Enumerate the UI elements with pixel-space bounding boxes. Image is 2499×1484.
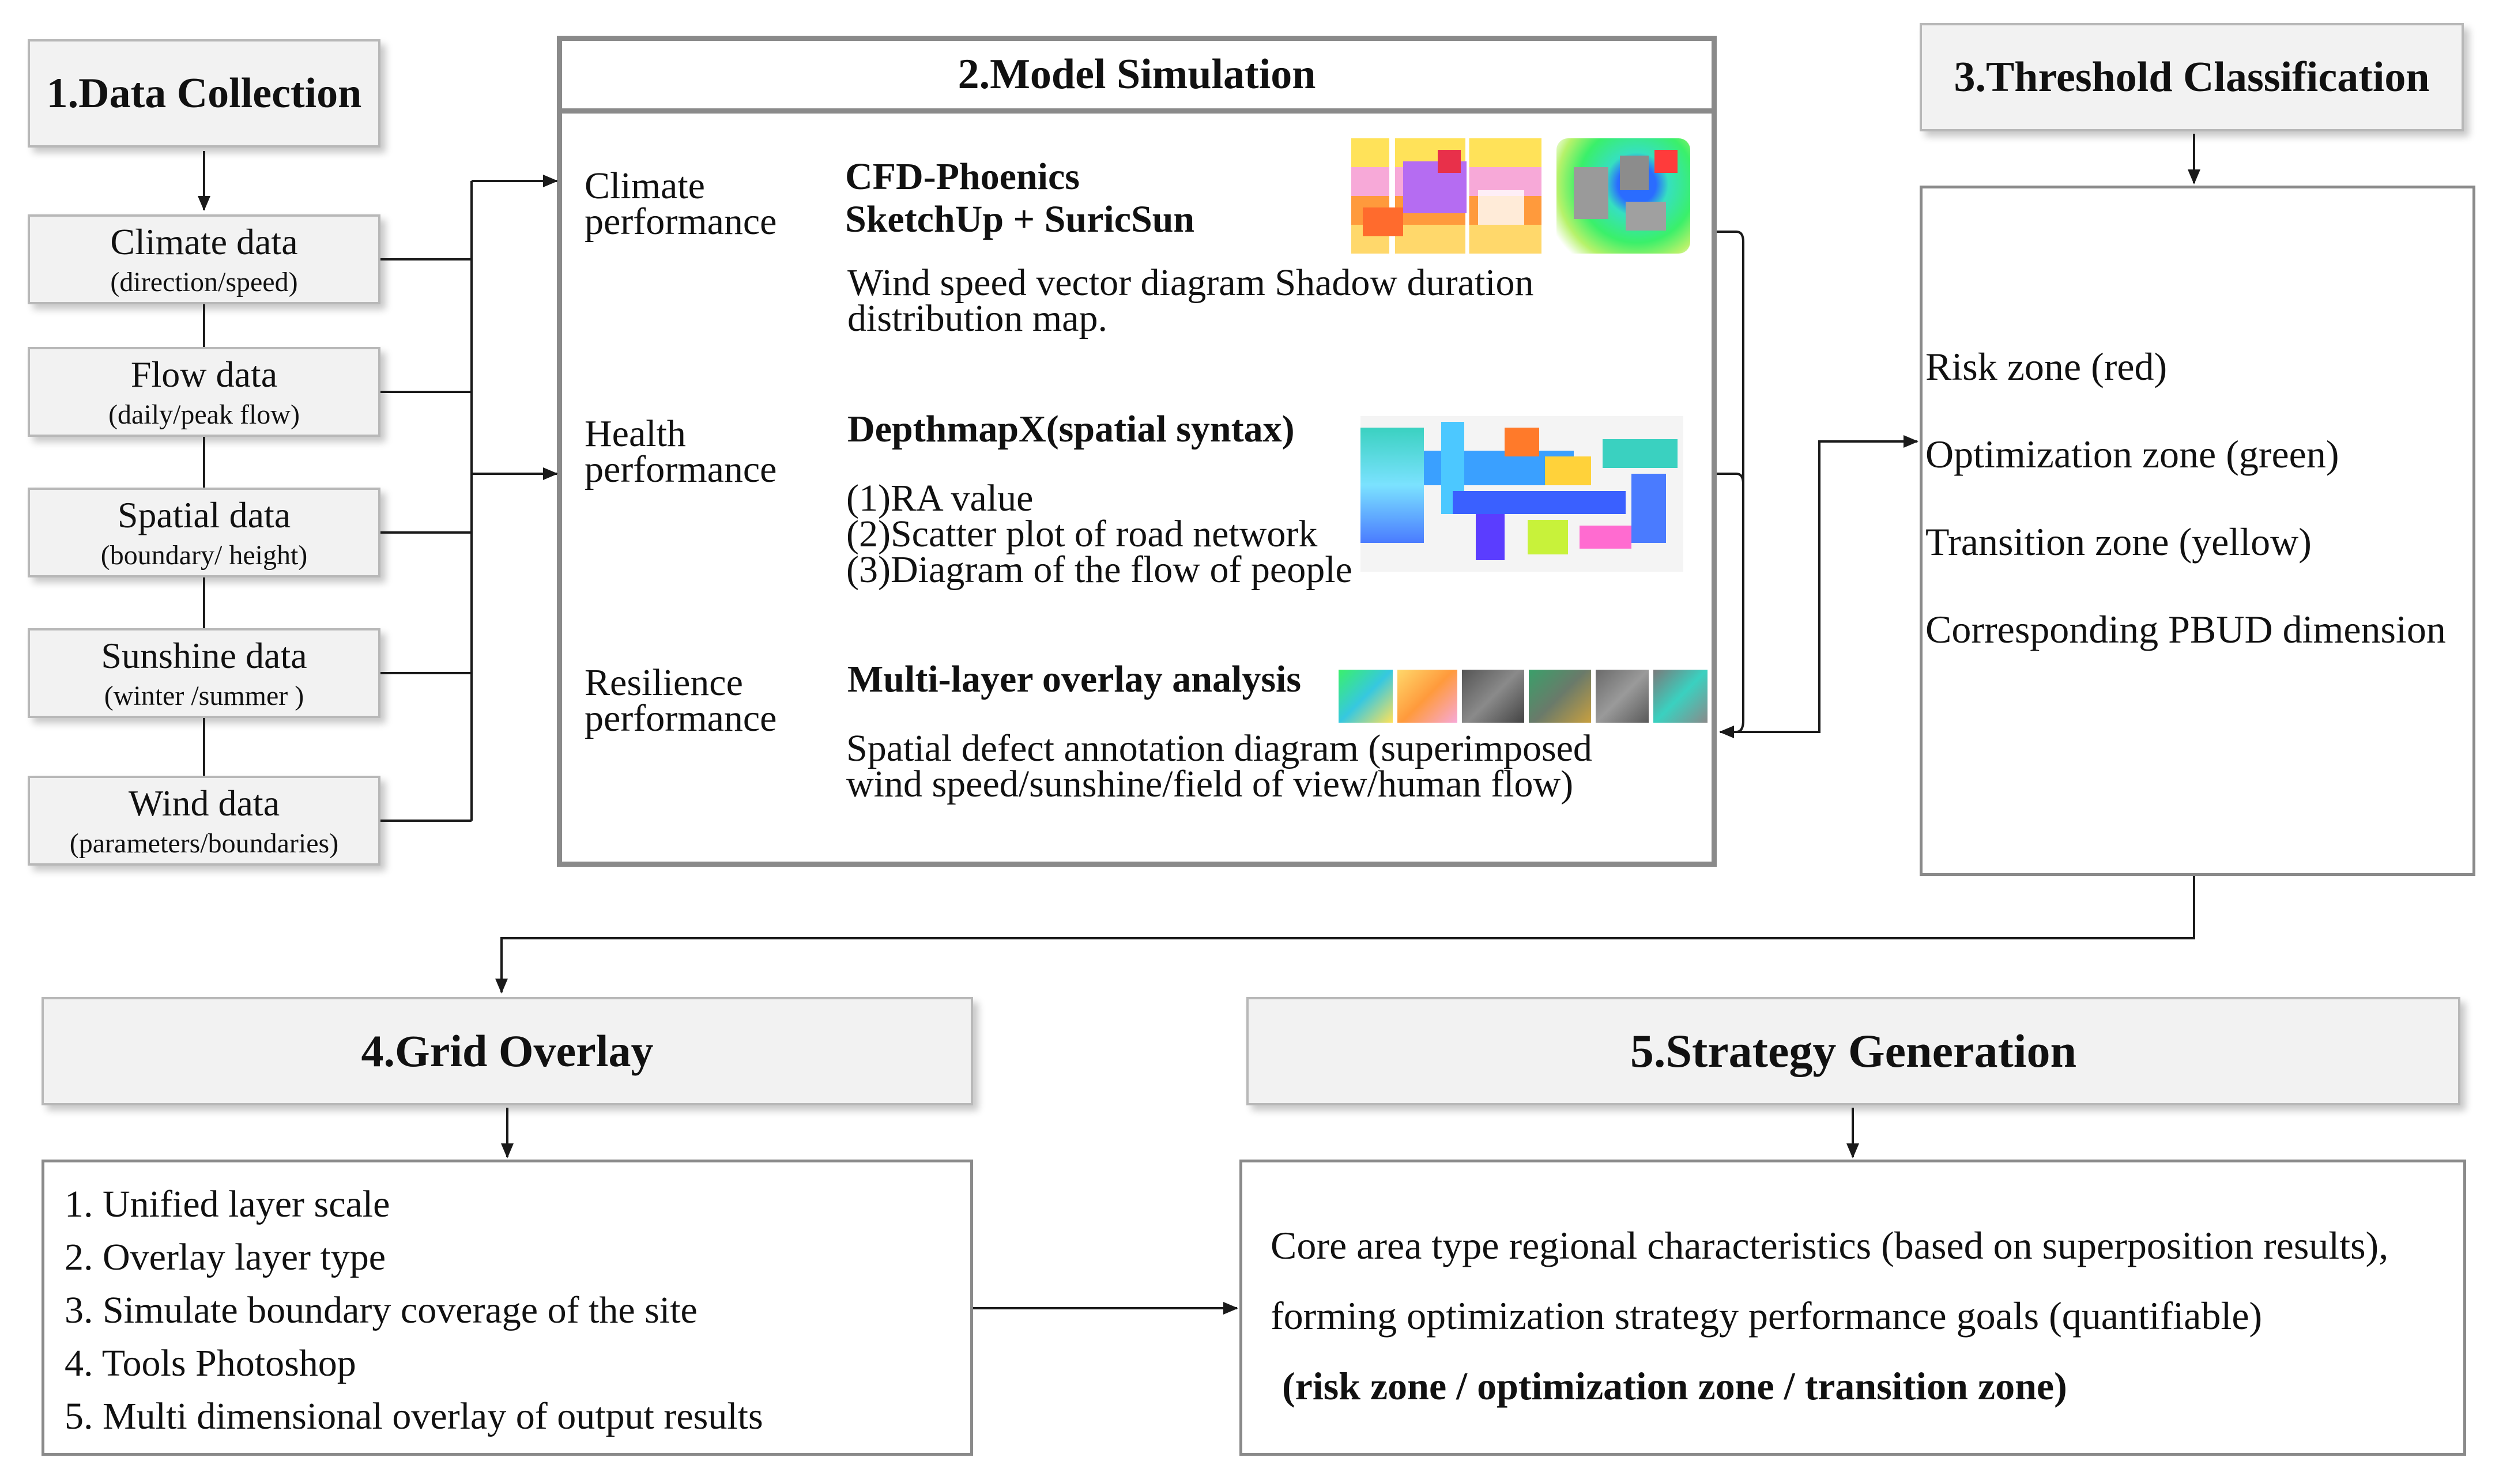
resilience-performance-label: Resilience performance xyxy=(585,662,777,739)
grid-item-4: 4. Tools Photoshop xyxy=(65,1342,356,1384)
transition-zone-item: Transition zone (yellow) xyxy=(1925,520,2312,564)
climate-label-line2: performance xyxy=(585,201,777,243)
depthmap-thumbnail xyxy=(1360,416,1683,572)
wind-data-label: Wind data xyxy=(128,782,280,824)
health-description: (1)RA value (2)Scatter plot of road netw… xyxy=(846,477,1352,591)
strategy-generation-header: 5.Strategy Generation xyxy=(1246,997,2460,1105)
threshold-classification-title: 3.Threshold Classification xyxy=(1954,53,2430,101)
flow-data-sub: (daily/peak flow) xyxy=(108,399,300,431)
risk-zone-item: Risk zone (red) xyxy=(1925,345,2168,388)
grid-overlay-box xyxy=(42,1160,973,1456)
overlay-thumb-6 xyxy=(1653,670,1708,723)
optimization-zone-item: Optimization zone (green) xyxy=(1925,432,2339,476)
overlay-thumb-2 xyxy=(1397,670,1457,723)
pbud-dimension-item: Corresponding PBUD dimension xyxy=(1925,607,2446,651)
resilience-description: Spatial defect annotation diagram (super… xyxy=(846,727,1592,805)
spatial-data-sub: (boundary/ height) xyxy=(100,540,308,571)
strategy-text: Core area type regional characteristics … xyxy=(1271,1210,2388,1421)
model-simulation-header: 2.Model Simulation xyxy=(562,41,1712,108)
resilience-desc-2: wind speed/sunshine/field of view/human … xyxy=(846,763,1574,805)
health-label-line1: Health xyxy=(585,413,686,455)
climate-desc-1: Wind speed vector diagram Shadow duratio… xyxy=(847,262,1534,304)
grid-item-2: 2. Overlay layer type xyxy=(65,1236,386,1278)
strategy-generation-title: 5.Strategy Generation xyxy=(1630,1025,2077,1077)
health-label-line2: performance xyxy=(585,448,777,490)
grid-overlay-header: 4.Grid Overlay xyxy=(42,997,973,1105)
health-desc-3: (3)Diagram of the flow of people xyxy=(846,549,1352,591)
health-desc-1: (1)RA value xyxy=(846,477,1034,519)
flow-data-box: Flow data (daily/peak flow) xyxy=(28,347,380,437)
strategy-line-3: (risk zone / optimization zone / transit… xyxy=(1282,1364,2067,1408)
strategy-line-1: Core area type regional characteristics … xyxy=(1271,1224,2389,1267)
strategy-line-2: forming optimization strategy performanc… xyxy=(1271,1294,2263,1338)
threshold-classification-header: 3.Threshold Classification xyxy=(1920,23,2464,131)
data-links-to-bus xyxy=(380,258,472,822)
health-performance-label: Health performance xyxy=(585,413,777,490)
climate-data-sub: (direction/speed) xyxy=(110,267,298,298)
model-threshold-link xyxy=(1743,435,1918,733)
spatial-data-box: Spatial data (boundary/ height) xyxy=(28,488,380,577)
flow-data-label: Flow data xyxy=(130,353,278,395)
wind-data-sub: (parameters/boundaries) xyxy=(69,828,339,859)
climate-data-label: Climate data xyxy=(110,221,298,262)
resilience-label-line2: performance xyxy=(585,697,777,739)
climate-label-line1: Climate xyxy=(585,165,705,207)
data-collection-title: 1.Data Collection xyxy=(46,69,362,117)
health-tool: DepthmapX(spatial syntax) xyxy=(847,408,1295,451)
sunshine-data-box: Sunshine data (winter /summer ) xyxy=(28,628,380,718)
grid-item-1: 1. Unified layer scale xyxy=(65,1183,390,1225)
overlay-thumb-3 xyxy=(1462,670,1524,723)
climate-tools: CFD-Phoenics SketchUp + SuricSun xyxy=(845,156,1194,241)
grid-overlay-title: 4.Grid Overlay xyxy=(361,1026,654,1076)
climate-tool-1: CFD-Phoenics xyxy=(845,156,1080,198)
threshold-classification-box xyxy=(1920,186,2475,876)
climate-performance-label: Climate performance xyxy=(585,165,777,243)
grid-overlay-list: 1. Unified layer scale 2. Overlay layer … xyxy=(65,1178,763,1443)
grid-item-5: 5. Multi dimensional overlay of output r… xyxy=(65,1395,763,1437)
sunshine-data-sub: (winter /summer ) xyxy=(104,681,304,712)
health-desc-2: (2)Scatter plot of road network xyxy=(846,513,1318,555)
health-tool-1: DepthmapX(spatial syntax) xyxy=(847,408,1295,450)
resilience-desc-1: Spatial defect annotation diagram (super… xyxy=(846,727,1592,769)
overlay-thumb-1 xyxy=(1339,670,1393,723)
model-simulation-title: 2.Model Simulation xyxy=(958,51,1316,98)
climate-desc-2: distribution map. xyxy=(847,297,1107,339)
resilience-tool: Multi-layer overlay analysis xyxy=(847,658,1301,701)
strategy-generation-box xyxy=(1239,1160,2466,1456)
model-simulation-divider xyxy=(557,108,1717,114)
overlay-thumb-5 xyxy=(1596,670,1649,723)
model-output-brace xyxy=(1717,231,1744,733)
resilience-tool-1: Multi-layer overlay analysis xyxy=(847,658,1302,700)
data-collection-header: 1.Data Collection xyxy=(28,39,380,148)
grid-item-3: 3. Simulate boundary coverage of the sit… xyxy=(65,1289,698,1331)
arrow-threshold-to-grid xyxy=(495,876,2195,994)
sunshine-shadow-thumbnail xyxy=(1556,138,1690,254)
wind-data-box: Wind data (parameters/boundaries) xyxy=(28,776,380,866)
sunshine-data-label: Sunshine data xyxy=(101,635,307,676)
spatial-data-label: Spatial data xyxy=(117,494,291,535)
resilience-label-line1: Resilience xyxy=(585,662,743,704)
climate-tool-2: SketchUp + SuricSun xyxy=(845,198,1195,240)
climate-description: Wind speed vector diagram Shadow duratio… xyxy=(847,262,1534,339)
threshold-zone-list: Risk zone (red) Optimization zone (green… xyxy=(1925,323,2446,673)
cfd-wind-thumbnail xyxy=(1351,138,1541,254)
overlay-thumb-4 xyxy=(1529,670,1591,723)
climate-data-box: Climate data (direction/speed) xyxy=(28,214,380,304)
